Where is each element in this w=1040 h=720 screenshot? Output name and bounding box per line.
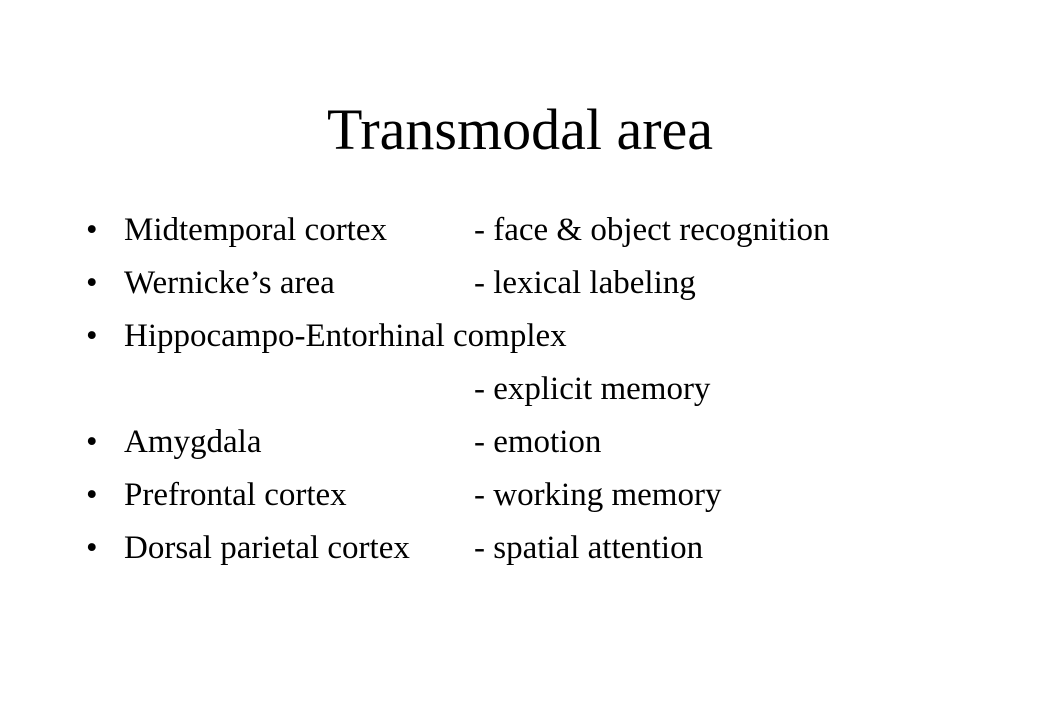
bullet-term: Prefrontal cortex bbox=[124, 477, 347, 513]
bullet-term: Hippocampo-Entorhinal complex bbox=[124, 318, 567, 354]
bullet-list: • Midtemporal cortex - face & object rec… bbox=[86, 204, 986, 575]
bullet-term: Midtemporal cortex bbox=[124, 212, 388, 248]
bullet-description: - face & object recognition bbox=[474, 212, 830, 248]
bullet-term: Wernicke’s area bbox=[124, 265, 335, 301]
bullet-item-hippocampo-entorhinal-complex: • Hippocampo-Entorhinal complex bbox=[86, 310, 986, 363]
bullet-icon: • bbox=[86, 530, 98, 566]
bullet-description: - spatial attention bbox=[474, 530, 704, 566]
bullet-icon: • bbox=[86, 212, 98, 248]
bullet-term: Dorsal parietal cortex bbox=[124, 530, 410, 566]
bullet-item-dorsal-parietal-cortex: • Dorsal parietal cortex - spatial atten… bbox=[86, 522, 986, 575]
bullet-icon: • bbox=[86, 265, 98, 301]
bullet-description: - explicit memory bbox=[474, 371, 711, 407]
bullet-icon: • bbox=[86, 424, 98, 460]
bullet-item-wernickes-area: • Wernicke’s area - lexical labeling bbox=[86, 257, 986, 310]
bullet-item-midtemporal-cortex: • Midtemporal cortex - face & object rec… bbox=[86, 204, 986, 257]
bullet-description: - working memory bbox=[474, 477, 722, 513]
bullet-item-amygdala: • Amygdala - emotion bbox=[86, 416, 986, 469]
bullet-item-prefrontal-cortex: • Prefrontal cortex - working memory bbox=[86, 469, 986, 522]
bullet-description: - lexical labeling bbox=[474, 265, 696, 301]
bullet-term: Amygdala bbox=[124, 424, 262, 460]
bullet-icon: • bbox=[86, 477, 98, 513]
bullet-description: - emotion bbox=[474, 424, 602, 460]
bullet-icon: • bbox=[86, 318, 98, 354]
slide-title: Transmodal area bbox=[326, 97, 714, 162]
bullet-item-continuation: - explicit memory bbox=[86, 363, 986, 416]
